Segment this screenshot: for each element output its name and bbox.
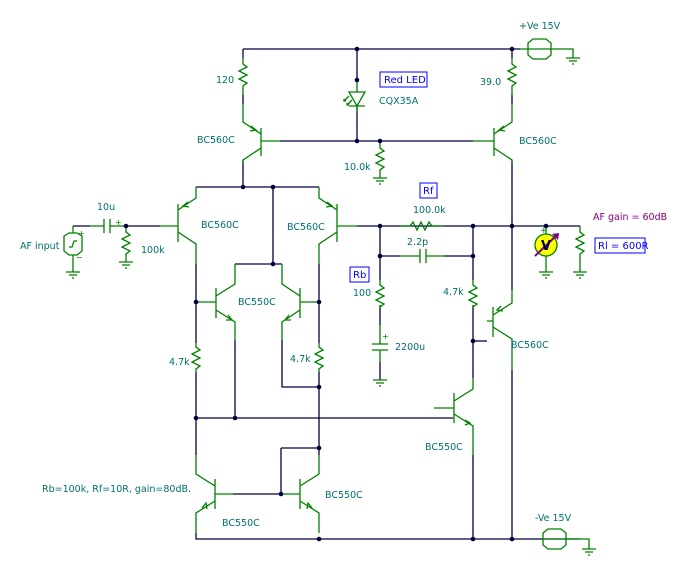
c-input-value: 10u (97, 202, 115, 213)
ground-icon (373, 177, 387, 185)
ground-icon (582, 548, 596, 556)
rl-label: Rl = 600R (598, 241, 649, 252)
resistor-rb (374, 280, 386, 309)
r-right-load-value: 4.7k (290, 354, 311, 365)
svg-text:+: + (540, 226, 548, 236)
resistor-120 (237, 58, 249, 95)
q-diff-left-label: BC560C (201, 220, 239, 231)
transistor-q-cascode-left (196, 264, 236, 340)
capacitor-cb (372, 325, 388, 362)
r-top-right-value: 39.0 (480, 77, 501, 88)
ground-symbols (66, 57, 596, 556)
q-diff-right-label: BC560C (287, 222, 325, 233)
signal-source-body (63, 226, 83, 272)
q-out-label: BC560C (511, 340, 549, 351)
svg-text:+: + (382, 332, 389, 341)
resistor-rf (400, 220, 444, 232)
svg-text:−: − (76, 253, 83, 262)
resistor-4k7-vas (467, 280, 479, 309)
ground-icon (119, 261, 133, 269)
ground-icon (566, 57, 580, 65)
transistor-q-cascode-right (281, 264, 319, 340)
rl-label-box (594, 237, 646, 254)
capacitor-cf (400, 249, 444, 263)
af-input-label: AF input (20, 241, 60, 252)
wires (73, 48, 580, 540)
red-led-label: Red LED (384, 75, 426, 86)
cb-value: 2200u (395, 342, 425, 353)
led-symbol (347, 80, 367, 113)
transistor-q-mirror-left (195, 455, 233, 533)
led-arrows (343, 95, 353, 106)
resistor-39 (506, 58, 518, 95)
transistor-q-diff-left (160, 187, 197, 264)
voltmeter-symbol: V (541, 239, 551, 254)
rf-label-box (419, 182, 438, 199)
transistor-q-top-left (242, 104, 280, 164)
resistor-rl (574, 226, 586, 272)
transistor-q-out (487, 290, 513, 370)
q-cascode-label: BC550C (238, 297, 276, 308)
rb-label-box (349, 266, 370, 283)
rf-value: 100.0k (413, 205, 446, 216)
rf-label: Rf (423, 186, 434, 197)
cf-value: 2.2p (407, 237, 428, 248)
rb-value: 100 (353, 288, 371, 299)
resistor-100k (120, 226, 132, 262)
r-vas-value: 4.7k (443, 287, 464, 298)
q-vas-label: BC550C (425, 442, 463, 453)
resistor-4k7-left (190, 343, 202, 372)
alt-config-note: Rb=100k, Rf=10R, gain=80dB. (42, 484, 191, 495)
r-led-bias-value: 10.0k (344, 162, 371, 173)
resistor-4k7-right (313, 343, 325, 372)
transistor-q-vas (434, 378, 474, 455)
ground-icon (66, 271, 80, 279)
component-leads (63, 38, 590, 550)
r-top-left-value: 120 (216, 75, 234, 86)
supply-positive-source (520, 38, 574, 60)
capacitor-input (90, 219, 126, 233)
voltmeter: V + (534, 226, 559, 257)
r-left-load-value: 4.7k (169, 357, 190, 368)
q-top-right-label: BC560C (519, 136, 557, 147)
transistor-q-top-right (473, 104, 513, 164)
r-input-value: 100k (141, 245, 165, 256)
transistor-q-diff-right (318, 187, 357, 264)
q-top-left-label: BC560C (197, 135, 235, 146)
ground-icon (539, 271, 553, 279)
transistor-q-mirror-right (281, 455, 320, 533)
q-mirror-right-label: BC550C (325, 490, 363, 501)
svg-text:+: + (78, 229, 85, 238)
rb-label: Rb (353, 270, 366, 281)
svg-text:+: + (115, 218, 122, 227)
red-led-label-box (379, 71, 428, 88)
resistor-10k (374, 141, 386, 178)
negative-supply-label: -Ve 15V (535, 513, 572, 524)
junctions (123, 46, 549, 542)
q-mirror-left-label: BC550C (222, 518, 260, 529)
positive-supply-label: +Ve 15V (519, 21, 561, 32)
gain-annotation: AF gain = 60dB (593, 212, 667, 223)
led-part-label: CQX35A (379, 96, 419, 107)
ground-icon (373, 379, 387, 387)
ground-icon (573, 271, 587, 279)
supply-negative-source (542, 528, 590, 550)
